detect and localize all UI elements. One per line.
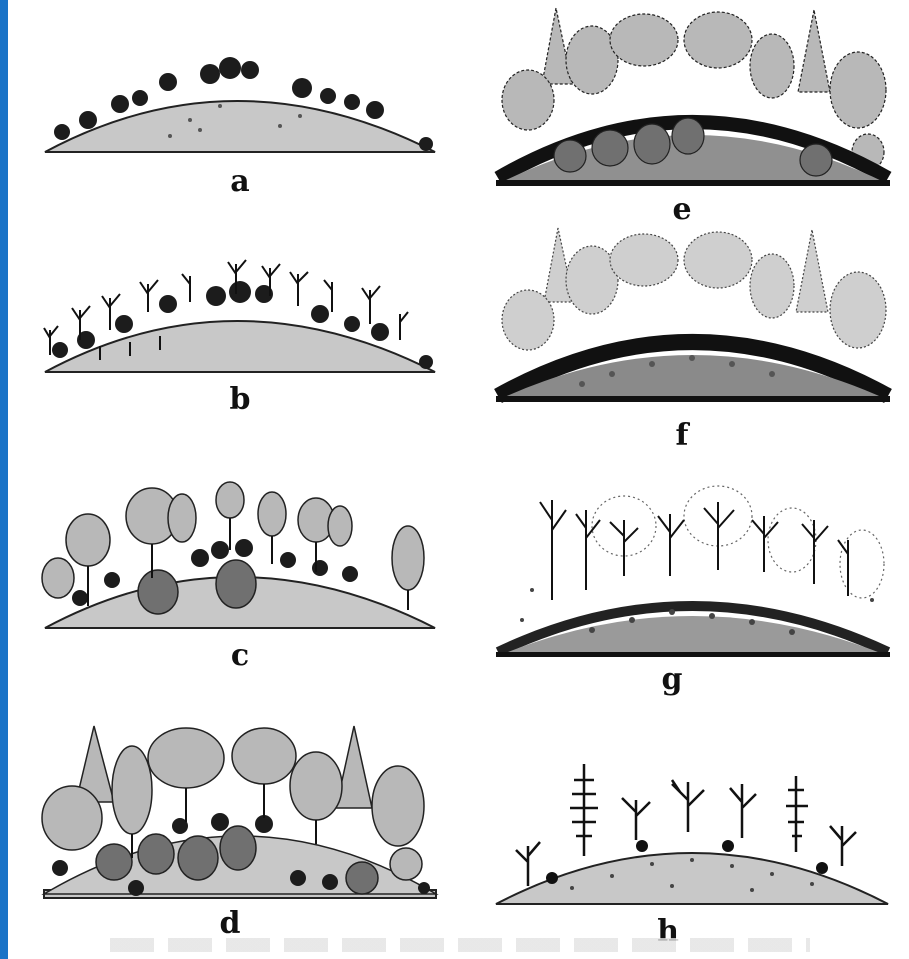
panel-e-label: e [652,192,712,227]
panel-d: d [40,718,440,904]
panel-d-illustration [40,718,440,904]
panel-b-illustration [40,250,440,380]
panel-f: f [492,224,894,404]
panel-f-illustration [492,224,894,404]
panel-c: c [40,478,440,634]
panel-d-label: d [200,906,260,941]
panel-f-label: f [652,418,712,453]
panel-h-illustration [492,756,894,908]
panel-h: h [492,756,894,908]
panel-c-label: c [210,638,270,673]
panel-a: a [40,40,440,160]
panel-e: e [492,6,894,188]
panel-e-illustration [492,6,894,188]
panel-b: b [40,250,440,380]
panel-c-illustration [40,478,440,634]
panel-g: g [492,480,894,660]
panel-b-label: b [210,382,270,417]
left-accent-bar [0,0,8,959]
blurred-caption-strip [110,938,810,952]
panel-a-label: a [210,164,270,199]
panel-g-illustration [492,480,894,660]
panel-g-label: g [642,662,702,697]
panel-a-illustration [40,40,440,160]
